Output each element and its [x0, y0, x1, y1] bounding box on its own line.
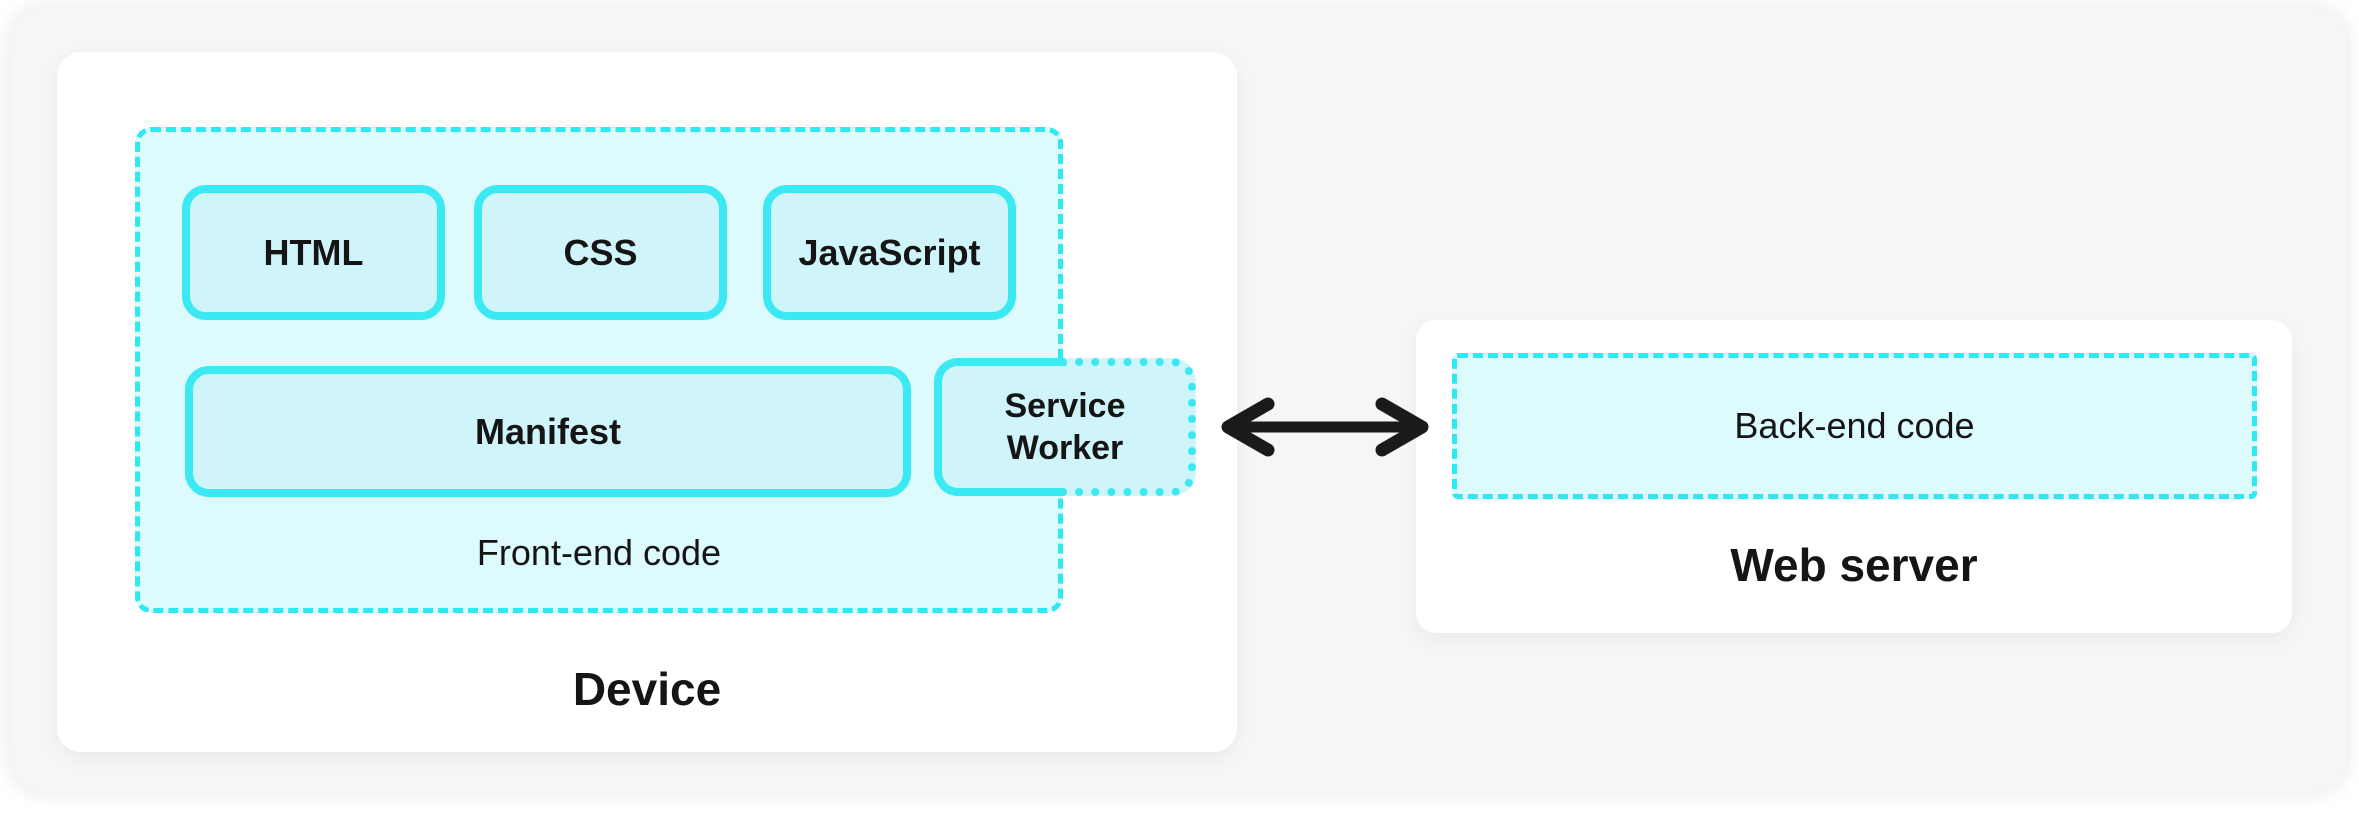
service-worker-box-label: Service Worker — [934, 358, 1196, 496]
service-worker-box-dotted-part — [1063, 358, 1196, 496]
server-title: Web server — [1730, 539, 1978, 591]
server-card: Back-end code Web server — [1416, 320, 2292, 633]
html-box: HTML — [182, 185, 445, 320]
device-card: HTML CSS JavaScript Manifest Front-end c… — [57, 52, 1237, 752]
html-box-label: HTML — [263, 231, 364, 273]
service-worker-box-label-text: Service Worker — [1004, 386, 1126, 468]
service-worker-box: Service Worker — [934, 358, 1196, 496]
device-title: Device — [572, 663, 722, 715]
frontend-group-label: Front-end code — [476, 532, 722, 573]
bidirectional-arrow-icon — [1216, 396, 1434, 458]
service-worker-box-solid-part — [934, 358, 1063, 496]
manifest-box-label: Manifest — [474, 410, 622, 452]
frontend-group: HTML CSS JavaScript Manifest Front-end c… — [135, 127, 1063, 613]
backend-group-label: Back-end code — [1734, 405, 1975, 446]
css-box-label: CSS — [563, 231, 638, 273]
css-box: CSS — [474, 185, 727, 320]
backend-group: Back-end code — [1452, 353, 2257, 499]
javascript-box-label: JavaScript — [798, 231, 981, 273]
manifest-box: Manifest — [185, 366, 911, 497]
javascript-box: JavaScript — [763, 185, 1016, 320]
